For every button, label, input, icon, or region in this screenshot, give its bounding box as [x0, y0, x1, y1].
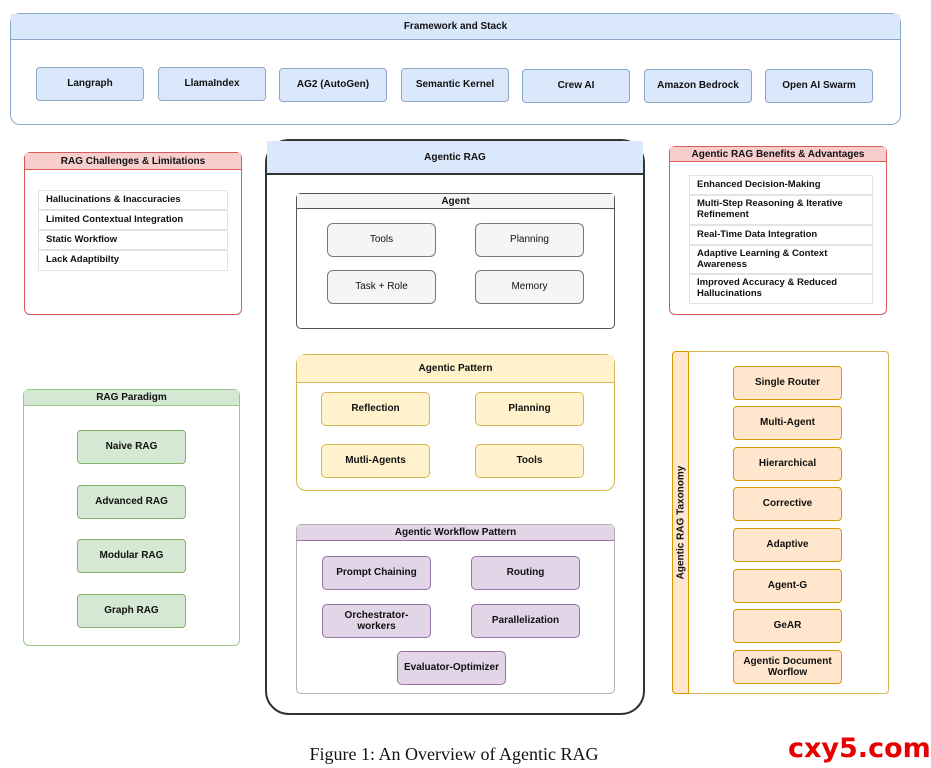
taxonomy-item-adaptive: Adaptive	[733, 528, 842, 562]
paradigm-item-naive: Naive RAG	[77, 430, 186, 464]
benefit-item: Adaptive Learning & Context Awareness	[689, 245, 873, 274]
agent-item-task-role: Task + Role	[327, 270, 436, 304]
challenge-item: Lack Adaptibilty	[38, 250, 228, 271]
taxonomy-title: Agentic RAG Taxonomy	[672, 351, 689, 694]
taxonomy-item-hierarchical: Hierarchical	[733, 447, 842, 481]
framework-title: Framework and Stack	[11, 14, 900, 40]
agentic-rag-title: Agentic RAG	[267, 141, 643, 175]
agent-title: Agent	[297, 194, 614, 209]
workflow-item-evaluator-optimizer: Evaluator-Optimizer	[397, 651, 506, 685]
agent-item-memory: Memory	[475, 270, 584, 304]
pattern-item-tools: Tools	[475, 444, 584, 478]
framework-item-amazon-bedrock: Amazon Bedrock	[644, 69, 752, 103]
agent-item-tools: Tools	[327, 223, 436, 257]
taxonomy-item-corrective: Corrective	[733, 487, 842, 521]
benefit-item: Multi-Step Reasoning & Iterative Refinem…	[689, 195, 873, 225]
taxonomy-title-text: Agentic RAG Taxonomy	[675, 465, 686, 580]
benefit-item: Improved Accuracy & Reduced Hallucinatio…	[689, 274, 873, 304]
agentic-pattern-title: Agentic Pattern	[297, 355, 614, 383]
benefit-item: Real-Time Data Integration	[689, 225, 873, 245]
paradigm-title: RAG Paradigm	[24, 390, 239, 406]
pattern-item-multi-agents: Mutli-Agents	[321, 444, 430, 478]
pattern-item-planning: Planning	[475, 392, 584, 426]
taxonomy-item-multi-agent: Multi-Agent	[733, 406, 842, 440]
framework-item-openai-swarm: Open AI Swarm	[765, 69, 873, 103]
framework-item-langraph: Langraph	[36, 67, 144, 101]
benefit-item: Enhanced Decision-Making	[689, 175, 873, 195]
paradigm-item-modular: Modular RAG	[77, 539, 186, 573]
framework-item-crew-ai: Crew AI	[522, 69, 630, 103]
workflow-pattern-title: Agentic Workflow Pattern	[297, 525, 614, 541]
framework-item-llamaindex: LlamaIndex	[158, 67, 266, 101]
agent-panel: Agent	[296, 193, 615, 329]
challenge-item: Limited Contextual Integration	[38, 210, 228, 230]
challenges-title: RAG Challenges & Limitations	[25, 153, 241, 170]
paradigm-item-advanced: Advanced RAG	[77, 485, 186, 519]
workflow-item-parallelization: Parallelization	[471, 604, 580, 638]
pattern-item-reflection: Reflection	[321, 392, 430, 426]
workflow-item-routing: Routing	[471, 556, 580, 590]
framework-item-ag2: AG2 (AutoGen)	[279, 68, 387, 102]
figure-caption: Figure 1: An Overview of Agentic RAG	[309, 744, 599, 764]
workflow-item-prompt-chaining: Prompt Chaining	[322, 556, 431, 590]
taxonomy-item-agent-g: Agent-G	[733, 569, 842, 603]
framework-item-semantic-kernel: Semantic Kernel	[401, 68, 509, 102]
taxonomy-strip	[672, 351, 689, 694]
agent-item-planning: Planning	[475, 223, 584, 257]
benefits-title: Agentic RAG Benefits & Advantages	[670, 147, 886, 162]
challenge-item: Static Workflow	[38, 230, 228, 250]
paradigm-item-graph: Graph RAG	[77, 594, 186, 628]
taxonomy-item-gear: GeAR	[733, 609, 842, 643]
taxonomy-item-agentic-document-workflow: Agentic Document Worflow	[733, 650, 842, 684]
taxonomy-item-single-router: Single Router	[733, 366, 842, 400]
watermark: cxy5.com	[788, 733, 931, 764]
workflow-item-orchestrator-workers: Orchestrator-workers	[322, 604, 431, 638]
challenge-item: Hallucinations & Inaccuracies	[38, 190, 228, 210]
